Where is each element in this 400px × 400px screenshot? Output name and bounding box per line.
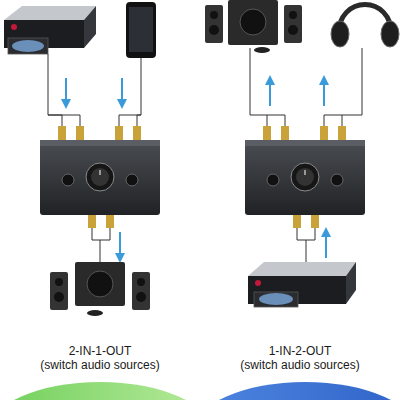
rca-plug <box>76 126 84 140</box>
audio-wire <box>342 48 362 126</box>
flow-arrow <box>65 78 67 104</box>
rca-plug <box>106 215 114 228</box>
flow-arrow <box>325 232 327 258</box>
subwoofer <box>75 262 125 306</box>
disc-tray <box>254 292 298 307</box>
speaker-driver <box>54 292 64 302</box>
panel-subtitle: (switch audio sources) <box>40 358 159 372</box>
player-side <box>84 6 96 48</box>
audio-wire <box>306 228 315 240</box>
disc <box>259 293 293 305</box>
audio-wire <box>250 48 267 126</box>
disc <box>12 40 44 52</box>
green-ellipse <box>0 382 212 400</box>
audio-wire <box>119 58 141 126</box>
knob-tick <box>304 170 305 175</box>
smartphone <box>126 2 156 58</box>
satellite-speaker <box>205 5 223 43</box>
switch-button <box>331 174 343 186</box>
phone-body <box>126 2 156 58</box>
flow-arrow <box>121 78 123 104</box>
woofer-cone <box>240 9 266 35</box>
speaker-driver <box>136 292 146 302</box>
audio-wire <box>92 228 100 262</box>
bluray-player <box>248 262 356 307</box>
rca-plug <box>133 126 141 140</box>
flow-arrow <box>323 80 325 106</box>
switch-button <box>267 174 279 186</box>
knob-cap <box>296 168 314 186</box>
player-top <box>4 6 96 20</box>
speaker-set <box>50 262 150 316</box>
rca-plug <box>58 126 66 140</box>
ear-cup <box>381 21 399 47</box>
satellite-speaker <box>284 5 302 43</box>
speaker-driver <box>55 278 63 286</box>
knob-cap <box>91 168 109 186</box>
ear-cup <box>331 21 349 47</box>
knob-tick <box>99 170 100 175</box>
panel-title: 1-IN-2-OUT <box>269 344 332 358</box>
bluray-player <box>4 6 96 54</box>
subwoofer <box>228 0 278 45</box>
volume-knob <box>291 163 319 191</box>
audio-switch <box>245 126 365 228</box>
blue-ellipse <box>193 382 400 400</box>
control-puck <box>87 310 103 316</box>
satellite-speaker <box>132 272 150 310</box>
speaker-set <box>205 0 302 53</box>
panel-title: 2-IN-1-OUT <box>69 344 132 358</box>
audio-wire <box>100 228 110 240</box>
audio-wire <box>297 228 306 264</box>
woofer-cone <box>87 271 113 297</box>
audio-wire <box>137 115 141 126</box>
control-puck <box>254 47 270 53</box>
speaker-driver <box>288 25 298 35</box>
rca-plug <box>88 215 96 228</box>
switch-body <box>40 140 160 215</box>
headphones <box>331 5 399 48</box>
speaker-driver <box>137 278 145 286</box>
panel-subtitle: (switch audio sources) <box>240 358 359 372</box>
switch-body <box>245 140 365 215</box>
flow-arrow <box>269 80 271 106</box>
player-top <box>248 262 356 276</box>
satellite-speaker <box>50 272 68 310</box>
switch-button <box>126 174 138 186</box>
audio-wire <box>48 115 80 126</box>
audio-wire <box>267 115 285 126</box>
switch-top-edge <box>245 140 365 146</box>
disc-tray <box>8 38 48 54</box>
audio-wire <box>324 115 342 126</box>
rca-plug <box>320 126 328 140</box>
switch-button <box>62 174 74 186</box>
brand-logo <box>11 24 17 30</box>
flow-arrow <box>119 232 121 258</box>
switch-top-edge <box>40 140 160 146</box>
speaker-driver <box>210 11 218 19</box>
volume-knob <box>86 163 114 191</box>
audio-switch <box>40 126 160 228</box>
rca-plug <box>115 126 123 140</box>
rca-plug <box>311 215 319 228</box>
brand-logo <box>255 280 261 286</box>
player-side <box>346 262 356 304</box>
speaker-driver <box>289 11 297 19</box>
rca-plug <box>293 215 301 228</box>
rca-plug <box>263 126 271 140</box>
rca-plug <box>338 126 346 140</box>
speaker-driver <box>209 25 219 35</box>
rca-plug <box>281 126 289 140</box>
phone-screen <box>129 7 153 52</box>
